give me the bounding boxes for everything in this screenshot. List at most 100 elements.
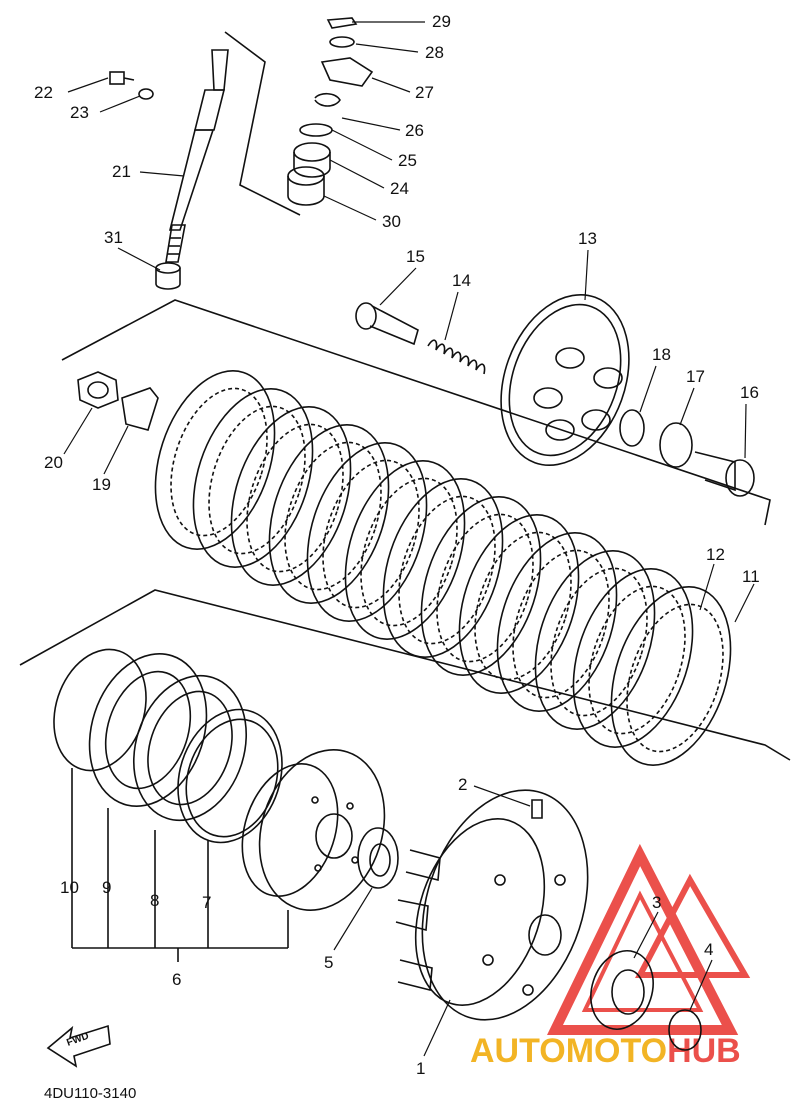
lock-washer-19 xyxy=(121,387,159,431)
callout-22: 22 xyxy=(34,83,53,102)
leader-line-15 xyxy=(379,267,417,306)
callout-5: 5 xyxy=(324,953,333,972)
watermark-part1: AUTOMOTO xyxy=(470,1032,667,1070)
clutch-plate-teeth xyxy=(322,459,420,609)
leader-line-21 xyxy=(139,171,185,177)
nut-20 xyxy=(77,371,119,409)
thrust-washer-5 xyxy=(357,827,399,889)
callout-25: 25 xyxy=(398,151,417,170)
push-rod-16 xyxy=(694,451,755,497)
clutch-plate xyxy=(420,496,542,676)
callout-19: 19 xyxy=(92,475,111,494)
plate-pack-outline-lower xyxy=(19,589,791,761)
callout-30: 30 xyxy=(382,212,401,231)
clutch-plate-teeth xyxy=(170,387,268,537)
leader-line-23 xyxy=(99,95,141,113)
callout-18: 18 xyxy=(652,345,671,364)
callout-20: 20 xyxy=(44,453,63,472)
plate-9-inner xyxy=(104,670,192,790)
clutch-plate-teeth xyxy=(360,477,458,627)
callout-31: 31 xyxy=(104,228,123,247)
leader-line-22 xyxy=(67,77,109,93)
gear-3 xyxy=(590,950,654,1030)
shaft-assembly-outline xyxy=(224,31,301,216)
clutch-plate-teeth xyxy=(436,513,534,663)
plate-stack xyxy=(154,370,732,766)
callout-labels: 1234567891011121314151617181920212223242… xyxy=(34,12,760,1078)
callout-1: 1 xyxy=(416,1059,425,1078)
clutch-plate xyxy=(382,478,504,658)
bolt-15 xyxy=(355,302,419,346)
callout-29: 29 xyxy=(432,12,451,31)
leader-line-5 xyxy=(333,887,373,951)
plate-9 xyxy=(88,653,208,807)
clutch-plate xyxy=(192,388,314,568)
watermark-part2: HUB xyxy=(667,1032,741,1070)
leader-line-31 xyxy=(117,247,161,271)
clutch-plate xyxy=(572,568,694,748)
callout-14: 14 xyxy=(452,271,471,290)
bolt-22 xyxy=(109,71,135,85)
clutch-plate xyxy=(268,424,390,604)
callout-3: 3 xyxy=(652,893,661,912)
callout-6: 6 xyxy=(172,970,181,989)
leader-line-26 xyxy=(341,117,401,131)
leader-line-11 xyxy=(734,583,755,623)
washer-18 xyxy=(619,409,645,447)
push-rod-shaft xyxy=(165,49,229,263)
callout-8: 8 xyxy=(150,891,159,910)
leader-line-18 xyxy=(639,365,657,413)
pressure-plate-13 xyxy=(500,293,630,467)
leader-line-14 xyxy=(444,291,459,341)
spring-14 xyxy=(427,339,486,375)
clutch-plate-teeth xyxy=(208,405,306,555)
diagram-code: 4DU110-3140 xyxy=(44,1085,136,1102)
clutch-housing-1 xyxy=(395,789,589,1021)
callout-10: 10 xyxy=(60,878,79,897)
callout-15: 15 xyxy=(406,247,425,266)
clutch-plate xyxy=(230,406,352,586)
clutch-plate-teeth xyxy=(398,495,496,645)
clutch-plate-teeth xyxy=(550,567,648,717)
clutch-plate xyxy=(496,532,618,712)
leader-line-13 xyxy=(584,249,589,301)
fwd-label: FWD xyxy=(65,1031,90,1049)
callout-26: 26 xyxy=(405,121,424,140)
washer-23 xyxy=(138,88,154,100)
clutch-plate xyxy=(458,514,580,694)
clutch-plate-teeth xyxy=(512,549,610,699)
clutch-plate-teeth xyxy=(474,531,572,681)
washer-4 xyxy=(668,1009,702,1051)
callout-13: 13 xyxy=(578,229,597,248)
lever-assembly xyxy=(287,17,374,206)
leader-line-16 xyxy=(744,403,747,459)
fwd-arrow-icon xyxy=(46,1024,111,1068)
leader-line-2 xyxy=(473,785,531,807)
callout-11: 11 xyxy=(742,567,760,586)
leader-line-17 xyxy=(679,387,695,426)
clutch-plate-teeth xyxy=(284,441,382,591)
leader-line-30 xyxy=(323,195,377,221)
clutch-plate-teeth xyxy=(246,423,344,573)
clutch-plate xyxy=(344,460,466,640)
clutch-boss xyxy=(241,749,386,911)
callout-9: 9 xyxy=(102,878,111,897)
svg-text:AUTOMOTOHUB: AUTOMOTOHUB xyxy=(470,1032,741,1070)
spring-7 xyxy=(177,708,283,844)
callout-28: 28 xyxy=(425,43,444,62)
automotohub-logo: AUTOMOTOHUB xyxy=(470,843,751,1070)
leader-line-12 xyxy=(699,563,715,611)
leader-line-3 xyxy=(633,911,659,959)
callout-21: 21 xyxy=(112,162,131,181)
callout-2: 2 xyxy=(458,775,467,794)
snap-ring-10 xyxy=(53,648,147,772)
leader-line-28 xyxy=(355,43,419,53)
callout-12: 12 xyxy=(706,545,725,564)
callout-24: 24 xyxy=(390,179,409,198)
callout-7: 7 xyxy=(202,893,211,912)
callout-17: 17 xyxy=(686,367,705,386)
callout-4: 4 xyxy=(704,940,713,959)
clutch-plate xyxy=(154,370,276,550)
leader-line-20 xyxy=(63,407,93,455)
callout-23: 23 xyxy=(70,103,89,122)
